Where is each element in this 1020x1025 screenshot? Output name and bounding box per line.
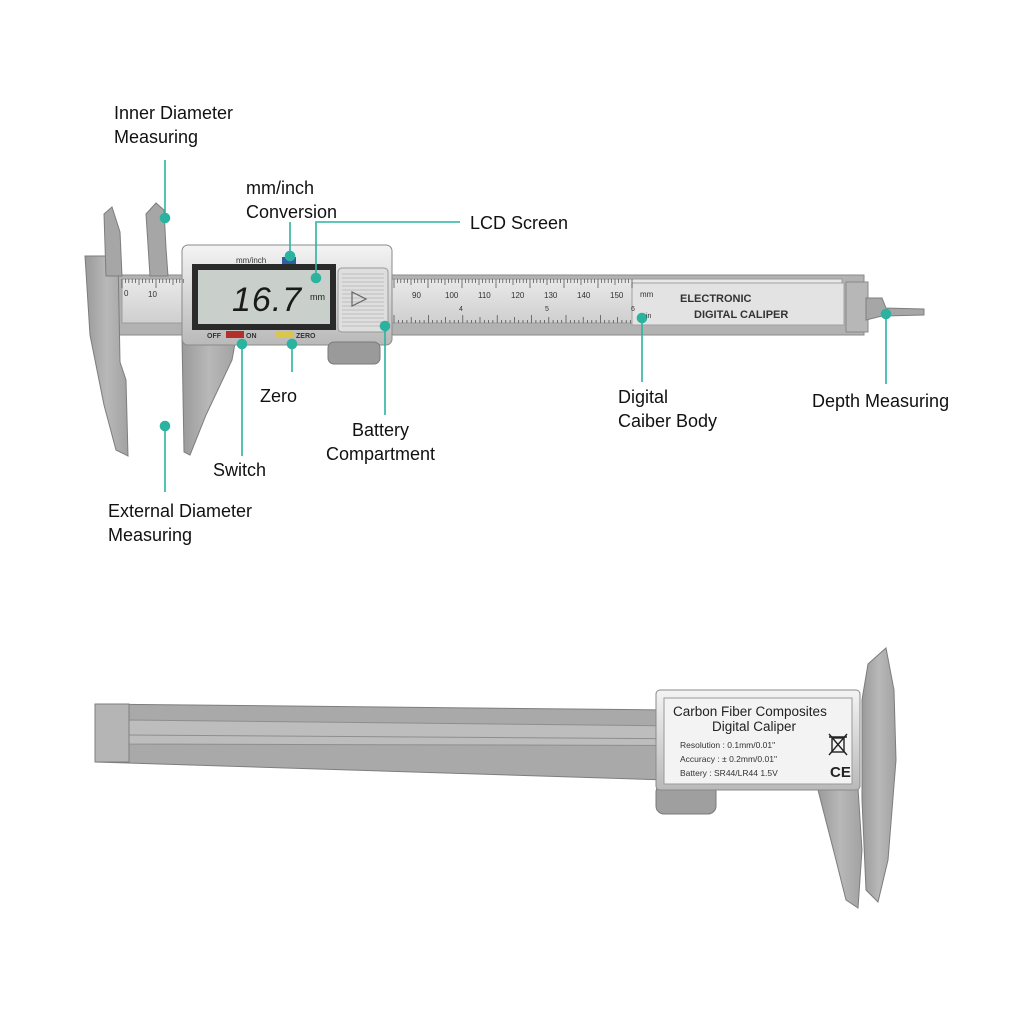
- depth-rod: [865, 297, 925, 321]
- callout-dot: [236, 338, 248, 350]
- spec-title-2: Digital Caliper: [712, 719, 797, 734]
- callout-dot: [880, 308, 892, 320]
- digital-body-line1: Digital: [618, 387, 669, 407]
- lcd-readout: 16.7 mm: [232, 281, 325, 319]
- scale-numbers: 90 100 110 120 130 140 150 0 10 4 5 6: [124, 289, 635, 313]
- bottom-fixed-jaw: [861, 647, 897, 903]
- lcd-value: 16.7: [232, 281, 302, 319]
- switch-label: Switch: [213, 460, 267, 480]
- spec-title-1: Carbon Fiber Composites: [673, 704, 827, 719]
- lcd-screen: [198, 270, 330, 324]
- scale-number: 90: [412, 291, 421, 300]
- external-diameter-line2: Measuring: [108, 525, 193, 545]
- play-icon: [351, 291, 368, 307]
- spec-resolution: Resolution : 0.1mm/0.01": [680, 740, 775, 750]
- scale-number: 130: [544, 291, 558, 300]
- external-diameter-line1: External Diameter: [108, 501, 253, 521]
- scale-number: 120: [511, 291, 525, 300]
- mode-label: mm/inch: [236, 256, 266, 265]
- scale-unit-in: in: [646, 313, 652, 320]
- digital-body-label: Digital Caiber Body: [618, 385, 717, 433]
- battery-label: Battery Compartment: [326, 418, 435, 466]
- scale-unit-mm: mm: [640, 290, 654, 299]
- scale-ticks: [121, 279, 633, 323]
- mm-inch-line2: Conversion: [246, 202, 338, 222]
- fixed-jaw: [84, 255, 129, 457]
- bottom-sliding-jaw: [817, 787, 863, 909]
- spec-label: [663, 697, 853, 785]
- inch-number: 6: [631, 306, 635, 313]
- inch-number: 4: [459, 306, 463, 313]
- scale-number: 110: [478, 291, 491, 300]
- callout-dot: [379, 320, 391, 332]
- lcd-screen-label: LCD Screen: [470, 213, 569, 233]
- inner-diameter-line1: Inner Diameter: [114, 103, 234, 123]
- brand-line1: ELECTRONIC: [680, 293, 752, 305]
- sliding-jaw: [181, 337, 237, 456]
- callout-lines: [159, 160, 892, 492]
- zero-label: ZERO: [296, 333, 316, 340]
- battery-line2: Compartment: [326, 444, 436, 464]
- callout-dot: [636, 312, 648, 324]
- spec-accuracy: Accuracy : ± 0.2mm/0.01": [680, 754, 777, 764]
- ce-mark: CE: [830, 764, 851, 781]
- callout-dot: [310, 272, 322, 284]
- scale-number: 100: [445, 291, 459, 300]
- scale-number: 10: [148, 290, 157, 299]
- battery-line1: Battery: [352, 420, 410, 440]
- inner-diameter-label: Inner Diameter Measuring: [114, 101, 233, 149]
- end-cap: [845, 281, 869, 333]
- scale-number: 140: [577, 291, 591, 300]
- weee-bin-icon: [828, 733, 848, 756]
- top-caliper: [84, 202, 925, 457]
- on-label: ON: [246, 333, 257, 340]
- mm-inch-label: mm/inch Conversion: [246, 176, 337, 224]
- callout-dot: [159, 212, 171, 224]
- scale-number: 0: [124, 289, 129, 298]
- scale-number: 150: [610, 291, 624, 300]
- depth-label: Depth Measuring: [812, 391, 950, 411]
- zero-button[interactable]: [276, 331, 294, 338]
- callout-dot: [284, 250, 296, 262]
- beam-end: [94, 703, 130, 763]
- external-diameter-label: External Diameter Measuring: [108, 499, 252, 547]
- brand-plate: [631, 282, 845, 326]
- inch-number: 5: [545, 306, 549, 313]
- thumb-wheel: [327, 341, 381, 365]
- brand-line2: DIGITAL CALIPER: [694, 309, 788, 321]
- digital-body-line2: Caiber Body: [618, 411, 718, 431]
- inner-diameter-line2: Measuring: [114, 127, 199, 147]
- zero-callout-label: Zero: [260, 386, 298, 406]
- mm-inch-line1: mm/inch: [246, 178, 315, 198]
- off-on-button[interactable]: [226, 331, 244, 338]
- lcd-unit: mm: [310, 292, 325, 302]
- fixed-inner-jaw: [103, 206, 123, 277]
- off-label: OFF: [207, 333, 222, 340]
- callout-dot: [159, 420, 171, 432]
- spec-battery: Battery : SR44/LR44 1.5V: [680, 768, 778, 778]
- bottom-caliper: [94, 647, 897, 909]
- callout-dot: [286, 338, 298, 350]
- battery-grip: [342, 273, 384, 327]
